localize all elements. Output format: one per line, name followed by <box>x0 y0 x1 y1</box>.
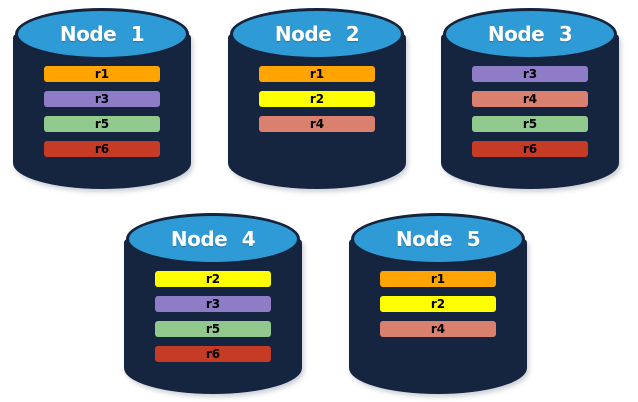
replica-bar: r6 <box>44 141 160 157</box>
replica-list: r3 r4 r5 r6 <box>472 66 588 157</box>
replica-bar: r5 <box>44 116 160 132</box>
db-node: Node 4 r2 r3 r5 r6 <box>124 213 302 394</box>
node-title: Node 1 <box>59 22 145 46</box>
replica-bar: r3 <box>472 66 588 82</box>
node-title: Node 5 <box>395 227 481 251</box>
replica-bar: r1 <box>380 271 496 287</box>
replica-list: r1 r2 r4 <box>380 271 496 337</box>
cylinder-top: Node 5 <box>351 213 525 265</box>
replica-bar: r1 <box>259 66 375 82</box>
replica-bar: r5 <box>155 321 271 337</box>
replica-bar: r5 <box>472 116 588 132</box>
replica-list: r1 r3 r5 r6 <box>44 66 160 157</box>
replica-bar: r4 <box>380 321 496 337</box>
replica-bar: r4 <box>259 116 375 132</box>
replica-bar: r2 <box>155 271 271 287</box>
cylinder-top: Node 3 <box>443 8 617 60</box>
replica-bar: r1 <box>44 66 160 82</box>
db-node: Node 5 r1 r2 r4 <box>349 213 527 394</box>
replica-bar: r6 <box>155 346 271 362</box>
cylinder-top: Node 4 <box>126 213 300 265</box>
cylinder-top: Node 2 <box>230 8 404 60</box>
db-node: Node 1 r1 r3 r5 r6 <box>13 8 191 189</box>
db-node: Node 2 r1 r2 r4 <box>228 8 406 189</box>
node-title: Node 4 <box>170 227 256 251</box>
replica-list: r1 r2 r4 <box>259 66 375 132</box>
replica-bar: r6 <box>472 141 588 157</box>
replica-bar: r3 <box>44 91 160 107</box>
replica-bar: r2 <box>259 91 375 107</box>
replica-bar: r4 <box>472 91 588 107</box>
node-title: Node 2 <box>274 22 360 46</box>
cylinder-top: Node 1 <box>15 8 189 60</box>
node-title: Node 3 <box>487 22 573 46</box>
replica-list: r2 r3 r5 r6 <box>155 271 271 362</box>
replica-bar: r2 <box>380 296 496 312</box>
db-node: Node 3 r3 r4 r5 r6 <box>441 8 619 189</box>
replica-bar: r3 <box>155 296 271 312</box>
